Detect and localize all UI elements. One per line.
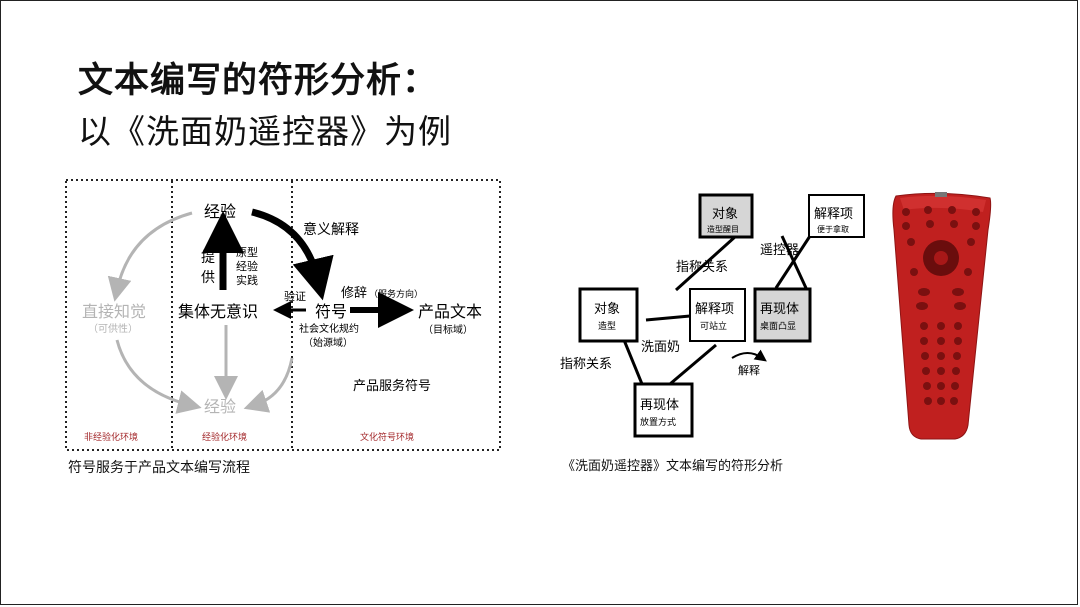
rhetoric-label: 修辞: [341, 286, 367, 301]
left-diagram-caption: 符号服务于产品文本编写流程: [68, 457, 250, 477]
verify-label: 验证: [284, 289, 306, 303]
region-label-cultural: 文化符号环境: [360, 431, 414, 443]
experience-bottom: 经验: [204, 397, 236, 416]
provide-char-2: 供: [201, 270, 215, 286]
prototype-line-3: 实践: [236, 273, 258, 287]
symbol-label: 符号: [315, 302, 347, 321]
affordance-note: （可供性）: [88, 322, 138, 335]
right-diagram-caption: 《洗面奶遥控器》文本编写的符形分析: [562, 455, 783, 474]
product-service-symbol: 产品服务符号: [353, 378, 431, 394]
social-convention: 社会文化规约: [299, 322, 359, 335]
product-text: 产品文本: [418, 302, 482, 321]
provide-char-1: 提: [201, 250, 215, 266]
prototype-line-2: 经验: [236, 259, 258, 273]
prototype-line-1: 原型: [236, 245, 258, 259]
experience-top: 经验: [204, 202, 236, 221]
collective-unconscious: 集体无意识: [178, 302, 258, 321]
direct-perception: 直接知觉: [82, 302, 146, 321]
region-label-nonexperiential: 非经验化环境: [84, 431, 138, 443]
service-direction-note: （服务方向）: [369, 288, 423, 300]
region-label-experiential: 经验化环境: [202, 431, 247, 443]
source-domain-note: （始源域）: [303, 336, 353, 349]
meaning-interpretation: 意义解释: [303, 221, 359, 238]
target-domain-note: （目标域）: [423, 323, 473, 336]
